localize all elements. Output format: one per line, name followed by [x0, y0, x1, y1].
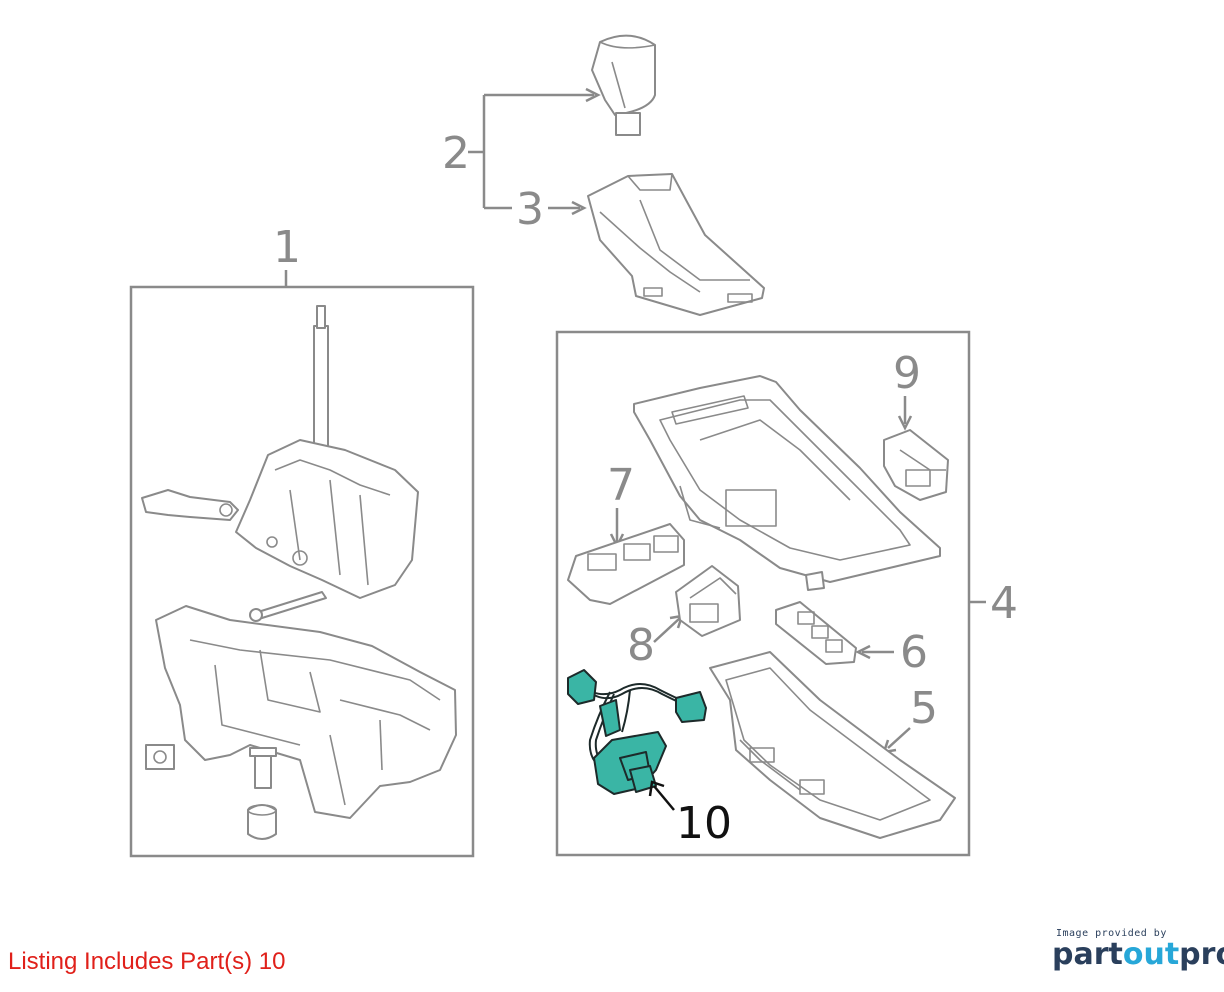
callout-7[interactable]: 7 — [607, 460, 635, 511]
credit-caption: Image provided by — [1056, 928, 1167, 939]
shift-knob — [591, 34, 656, 136]
shifter-assembly — [141, 305, 419, 622]
callout-2[interactable]: 2 — [442, 128, 470, 179]
leader-2 — [468, 93, 594, 210]
callout-10[interactable]: 10 — [676, 798, 732, 849]
leader-8 — [653, 617, 681, 643]
callout-9[interactable]: 9 — [893, 348, 921, 399]
callout-3[interactable]: 3 — [516, 184, 544, 235]
wiring-harness-10[interactable] — [567, 669, 707, 795]
callout-4[interactable]: 4 — [990, 578, 1018, 629]
callout-6[interactable]: 6 — [900, 627, 928, 678]
logo-out: out — [1122, 937, 1180, 972]
logo-part: part — [1052, 937, 1123, 972]
switch-8 — [675, 565, 741, 637]
partoutpro-logo: partoutpro — [1052, 937, 1224, 972]
group-4-frame — [555, 330, 971, 857]
logo-pro: pro — [1179, 937, 1224, 972]
partoutpro-credit: Image provided by partoutpro — [1052, 928, 1224, 972]
switch-panel-6 — [775, 601, 857, 665]
console-tray-5 — [709, 651, 956, 839]
shift-boot — [587, 173, 765, 316]
listing-note: Listing Includes Part(s) 10 — [8, 948, 286, 975]
leader-5 — [887, 727, 911, 749]
console-trim-panel — [633, 375, 941, 591]
callout-1[interactable]: 1 — [273, 222, 301, 273]
switch-9 — [883, 429, 949, 501]
switch-7 — [567, 523, 685, 605]
callout-5[interactable]: 5 — [910, 683, 938, 734]
shifter-base-bracket — [145, 605, 457, 840]
callout-8[interactable]: 8 — [627, 620, 655, 671]
group-1-frame — [129, 285, 475, 858]
